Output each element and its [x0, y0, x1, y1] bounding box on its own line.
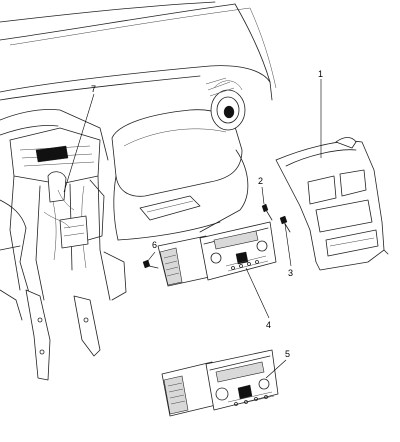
instrument-panel [0, 1, 277, 241]
callout-5: 5 [285, 349, 290, 359]
fastener-2 [261, 203, 273, 221]
center-stack-structure [0, 109, 127, 381]
callout-2: 2 [258, 176, 263, 186]
fastener-3 [279, 215, 291, 233]
radio-unit-alternate [161, 349, 279, 417]
callout-7: 7 [91, 84, 96, 94]
callout-4: 4 [266, 320, 271, 330]
callout-1: 1 [318, 69, 323, 79]
callout-3: 3 [288, 268, 293, 278]
leader-lines [63, 79, 322, 379]
callout-6: 6 [152, 240, 157, 250]
radio-unit [157, 221, 277, 287]
callout-labels: 1 2 3 4 5 6 7 [91, 69, 323, 359]
fastener-6 [142, 259, 159, 269]
radio-bezel [275, 137, 389, 271]
